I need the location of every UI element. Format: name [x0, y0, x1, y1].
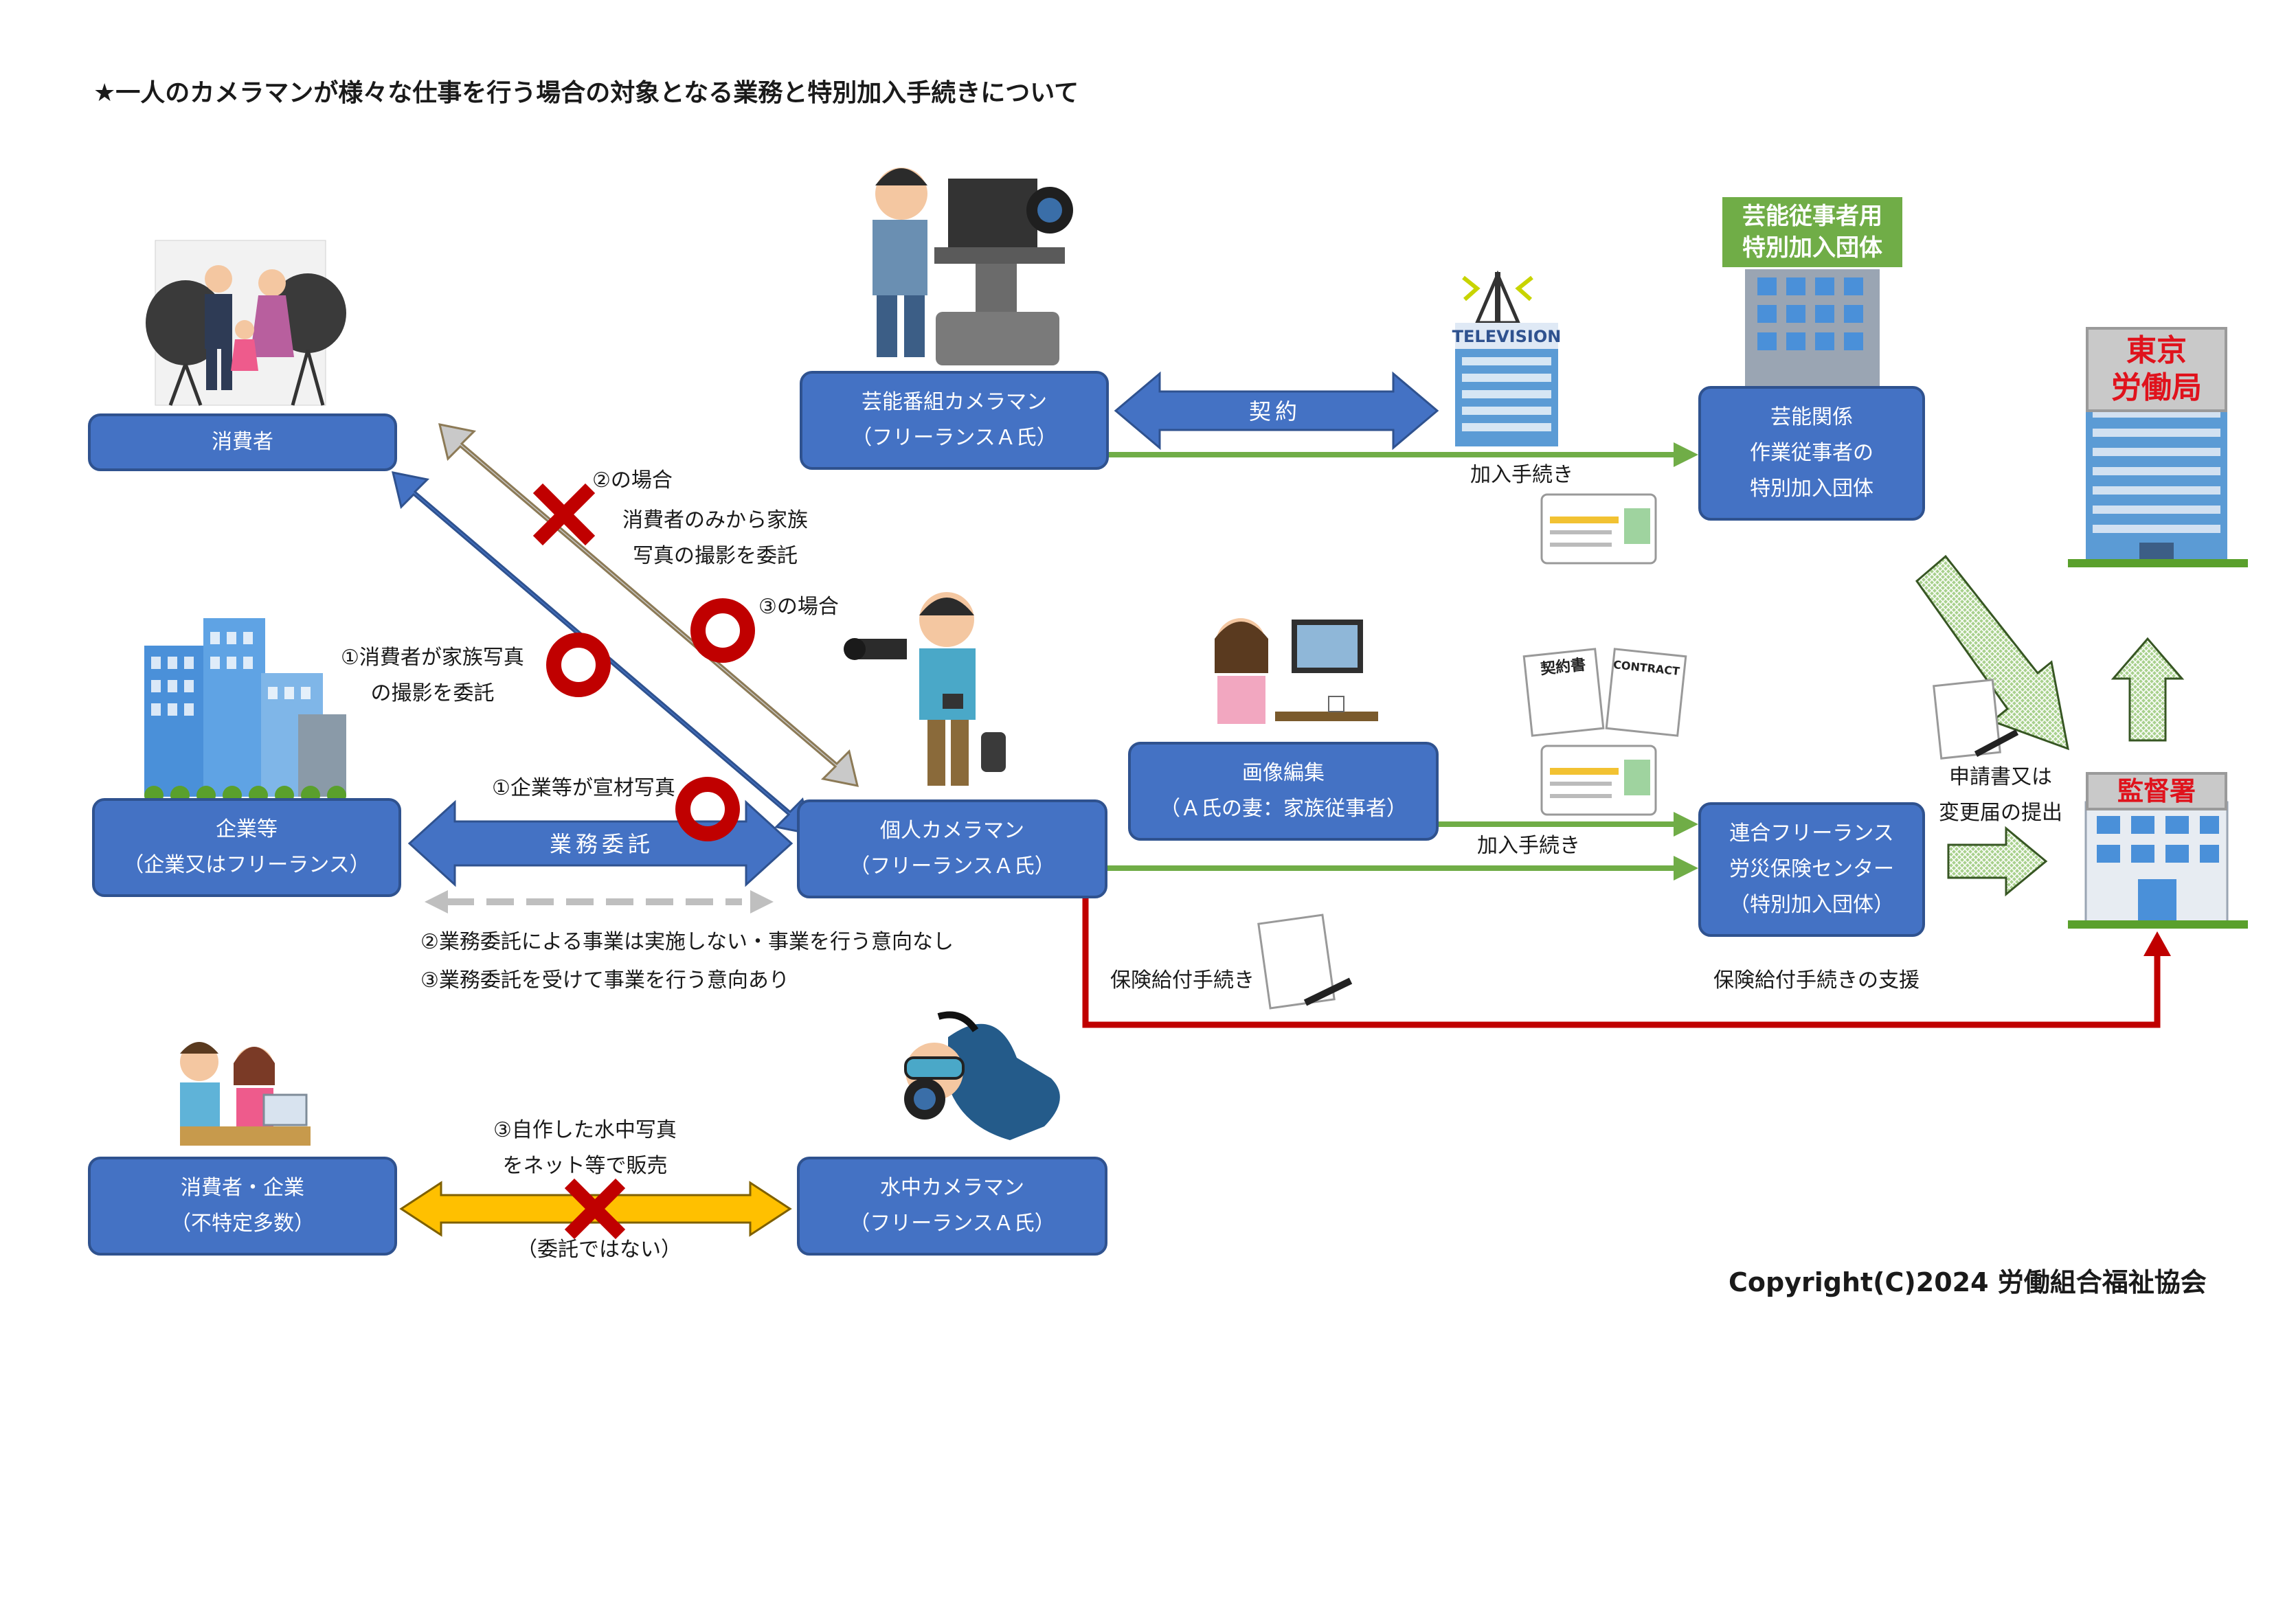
- node-underwater-cameraman: 水中カメラマン （フリーランスＡ氏）: [797, 1157, 1107, 1256]
- node-personal-cameraman: 個人カメラマン （フリーランスＡ氏）: [797, 799, 1107, 898]
- tv-station-illustration: [1455, 270, 1558, 446]
- node-consumer-label: 消費者: [212, 430, 273, 454]
- node-consumer-business-line1: 消費者・企業: [181, 1176, 304, 1200]
- ok-mark-case1-consumer: [546, 633, 611, 697]
- case3-underwater-line2: をネット等で販売: [502, 1154, 668, 1178]
- node-freelance-center-line2: 労災保険センター: [1729, 857, 1894, 881]
- node-image-editing-line1: 画像編集: [1242, 761, 1325, 785]
- application-form-icon: [1933, 679, 2019, 760]
- page-title: ★一人のカメラマンが様々な仕事を行う場合の対象となる業務と特別加入手続きについて: [93, 79, 1079, 107]
- personal-cameraman-illustration: [844, 592, 1006, 786]
- case2-title: ②の場合: [592, 468, 673, 492]
- contract-label: 契約: [1249, 398, 1302, 424]
- license-card-mid: [1540, 745, 1657, 816]
- inspection-sign-text: 監督署: [2117, 776, 2196, 806]
- node-entertainment-group-line1: 芸能関係: [1770, 405, 1853, 429]
- node-tv-cameraman: 芸能番組カメラマン （フリーランスＡ氏）: [800, 371, 1109, 470]
- node-freelance-center: 連合フリーランス 労災保険センター （特別加入団体）: [1698, 802, 1925, 937]
- tokyo-sign-line1: 東京: [2126, 333, 2187, 368]
- case2-detail: 消費者のみから家族 写真の撮影を委託: [622, 503, 808, 574]
- node-consumer: 消費者: [88, 413, 397, 471]
- node-entertainment-group-line3: 特別加入団体: [1750, 477, 1873, 501]
- case1-consumer-line1: ①消費者が家族写真: [341, 646, 524, 670]
- copyright: Copyright(C)2024 労働組合福祉協会: [1729, 1267, 2207, 1297]
- office-buildings-illustration: [144, 618, 346, 805]
- not-consignment-label: （委託ではない）: [517, 1238, 682, 1262]
- enrollment-mid-label: 加入手続き: [1477, 834, 1580, 858]
- application-line2: 変更届の提出: [1939, 801, 2062, 825]
- application-label: 申請書又は 変更届の提出: [1939, 760, 2062, 831]
- underwater-cameraman-illustration: [904, 1011, 1060, 1140]
- tv-cameraman-illustration: [873, 168, 1073, 365]
- node-underwater-cameraman-line2: （フリーランスＡ氏）: [849, 1212, 1055, 1236]
- node-image-editing: 画像編集 （Ａ氏の妻：家族従事者）: [1128, 742, 1439, 841]
- tokyo-labor-bureau-sign: 東京 労働局: [2086, 327, 2227, 412]
- people-laptop-illustration: [180, 1042, 311, 1146]
- tokyo-labor-bureau-illustration: [2068, 398, 2248, 567]
- x-mark-case2: [532, 483, 596, 546]
- case3-company: ③業務委託を受けて事業を行う意向あり: [420, 968, 789, 992]
- tokyo-sign-line2: 労働局: [2111, 370, 2202, 405]
- x-mark-underwater: [564, 1178, 626, 1240]
- image-editor-illustration: [1215, 618, 1378, 724]
- node-company-line1: 企業等: [216, 817, 278, 841]
- node-tv-cameraman-line1: 芸能番組カメラマン: [862, 390, 1047, 414]
- node-consumer-business: 消費者・企業 （不特定多数）: [88, 1157, 397, 1256]
- family-photo-illustration: [146, 240, 346, 406]
- case1-consumer-line2: の撮影を委託: [370, 681, 495, 705]
- node-tv-cameraman-line2: （フリーランスＡ氏）: [851, 426, 1057, 450]
- node-image-editing-line2: （Ａ氏の妻：家族従事者）: [1160, 797, 1407, 821]
- inspection-office-sign: 監督署: [2086, 772, 2227, 810]
- node-company-line2: （企業又はフリーランス）: [123, 853, 370, 877]
- benefit-procedure-label: 保険給付手続き: [1110, 968, 1254, 992]
- node-personal-cameraman-line1: 個人カメラマン: [880, 819, 1024, 843]
- entertainment-sign-line2: 特別加入団体: [1742, 234, 1882, 262]
- case3-underwater: ③自作した水中写真 をネット等で販売: [493, 1113, 677, 1184]
- ok-mark-case1-company: [675, 777, 740, 841]
- application-line1: 申請書又は: [1949, 765, 2052, 789]
- node-entertainment-group-line2: 作業従事者の: [1750, 441, 1873, 465]
- up-hatched-arrow: [2111, 637, 2185, 742]
- contract-arrow: [1114, 371, 1439, 451]
- entertainment-group-sign: 芸能従事者用 特別加入団体: [1720, 195, 1904, 269]
- diagonal-arrow-gray: [438, 423, 859, 787]
- node-entertainment-group: 芸能関係 作業従事者の 特別加入団体: [1698, 386, 1925, 521]
- case3-label: ③の場合: [758, 595, 839, 619]
- entertainment-sign-line1: 芸能従事者用: [1742, 203, 1882, 230]
- case1-consumer: ①消費者が家族写真 の撮影を委託: [341, 640, 524, 712]
- node-freelance-center-line3: （特別加入団体）: [1729, 893, 1894, 917]
- case1-company: ①企業等が宣材写真: [492, 776, 675, 800]
- node-personal-cameraman-line2: （フリーランスＡ氏）: [849, 854, 1055, 878]
- case3-underwater-line1: ③自作した水中写真: [493, 1118, 677, 1142]
- right-hatched-arrow: [1947, 826, 2048, 897]
- node-company: 企業等 （企業又はフリーランス）: [92, 798, 401, 897]
- node-underwater-cameraman-line1: 水中カメラマン: [880, 1176, 1024, 1200]
- case2-detail-line2: 写真の撮影を委託: [633, 544, 798, 568]
- node-freelance-center-line1: 連合フリーランス: [1729, 821, 1894, 845]
- enrollment-top-label: 加入手続き: [1470, 463, 1573, 487]
- entertainment-building-illustration: [1745, 266, 1880, 390]
- consignment-label: 業務委託: [550, 831, 655, 857]
- benefit-support-label: 保険給付手続きの支援: [1713, 968, 1920, 992]
- diagonal-hatched-arrow: [1915, 554, 2069, 751]
- ok-mark-case3: [690, 598, 755, 663]
- benefit-form-icon: [1257, 913, 1353, 1010]
- inspection-office-illustration: [2068, 801, 2248, 929]
- case2-detail-line1: 消費者のみから家族: [622, 508, 808, 532]
- contract-documents: [1522, 648, 1687, 737]
- node-consumer-business-line2: （不特定多数）: [170, 1212, 315, 1236]
- license-card-top: [1540, 493, 1657, 565]
- case2-company: ②業務委託による事業は実施しない・事業を行う意向なし: [420, 930, 954, 954]
- television-sign: TELEVISION: [1452, 327, 1562, 346]
